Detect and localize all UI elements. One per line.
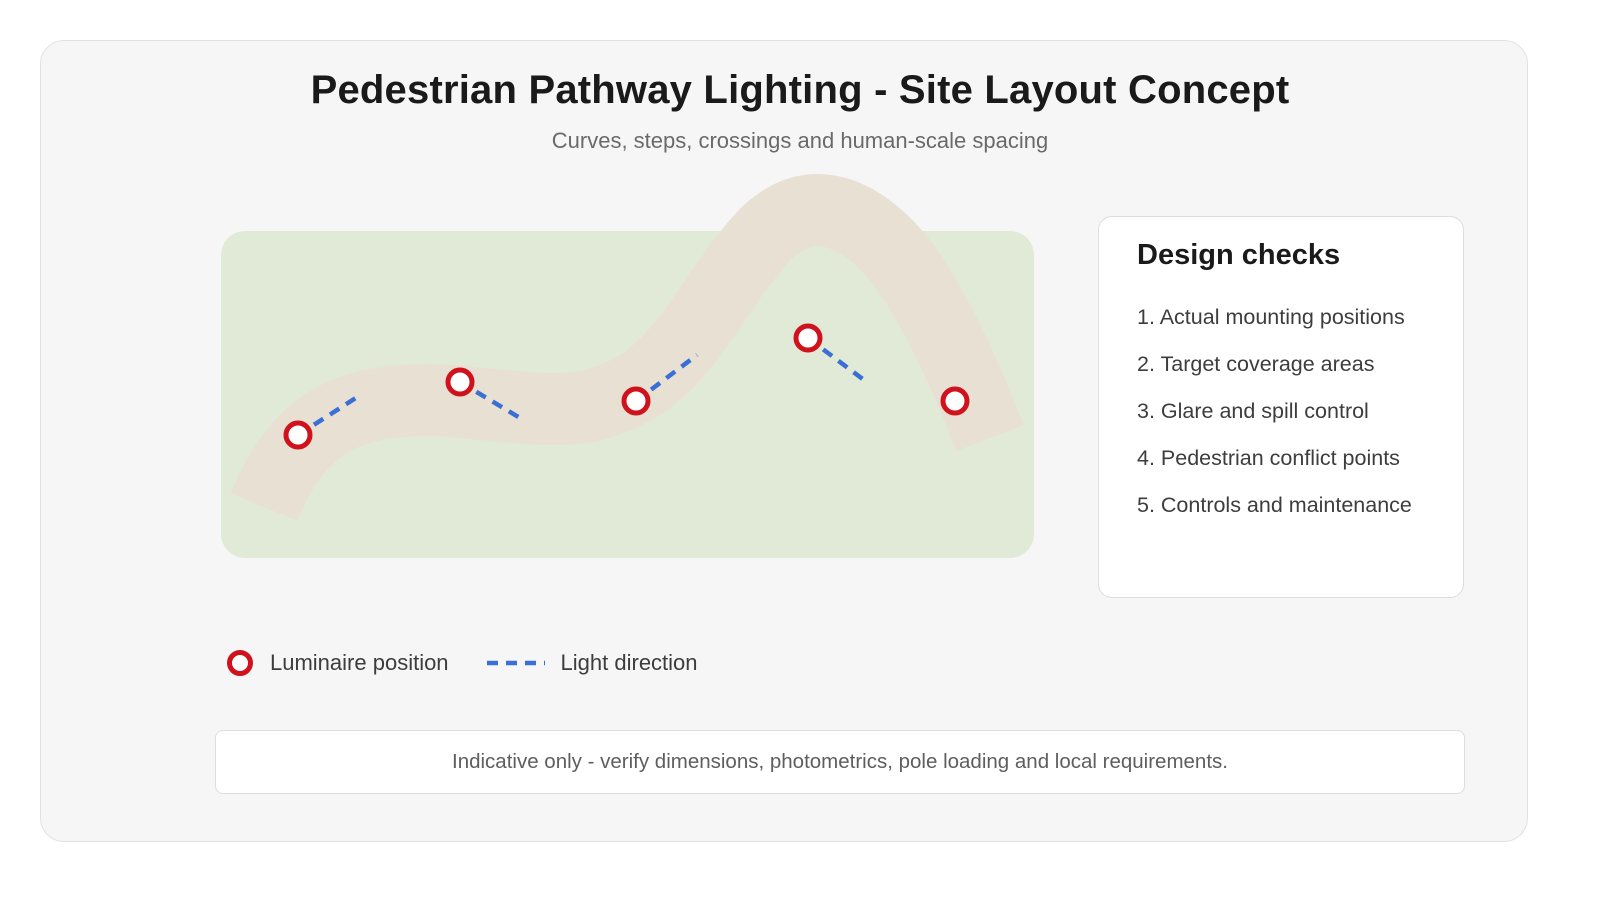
luminaire-5 (940, 386, 970, 416)
page-subtitle: Curves, steps, crossings and human-scale… (551, 128, 1049, 153)
luminaire-2 (445, 367, 475, 397)
design-check-item: 1. Actual mounting positions (1137, 305, 1405, 329)
legend-direction-label: Light direction (560, 650, 698, 675)
legend-luminaire-label: Luminaire position (270, 650, 449, 675)
legend-item-direction: Light direction (486, 650, 698, 676)
legend: Luminaire position Light direction (226, 648, 736, 678)
disclaimer-note: Indicative only - verify dimensions, pho… (215, 730, 1465, 794)
light-direction-1 (296, 392, 364, 437)
design-check-item: 2. Target coverage areas (1137, 352, 1375, 376)
light-direction-4 (806, 336, 870, 385)
luminaire-3 (621, 386, 651, 416)
light-direction-3 (634, 353, 699, 403)
design-check-item: 3. Glare and spill control (1137, 399, 1369, 423)
page-title: Pedestrian Pathway Lighting - Site Layou… (310, 68, 1290, 112)
design-check-item: 5. Controls and maintenance (1137, 493, 1412, 517)
design-checks-list: 1. Actual mounting positions 2. Target c… (1137, 305, 1412, 540)
pathway (230, 174, 1024, 522)
legend-item-luminaire: Luminaire position (226, 649, 449, 677)
light-direction-2 (458, 380, 527, 423)
luminaire-4 (793, 323, 823, 353)
luminaire-marker-icon (227, 650, 253, 676)
luminaire-1 (283, 420, 313, 450)
design-check-item: 4. Pedestrian conflict points (1137, 446, 1400, 470)
design-checks-title: Design checks (1137, 239, 1341, 271)
design-checks-panel: Design checks 1. Actual mounting positio… (1098, 216, 1464, 598)
dashed-line-icon (486, 660, 545, 666)
